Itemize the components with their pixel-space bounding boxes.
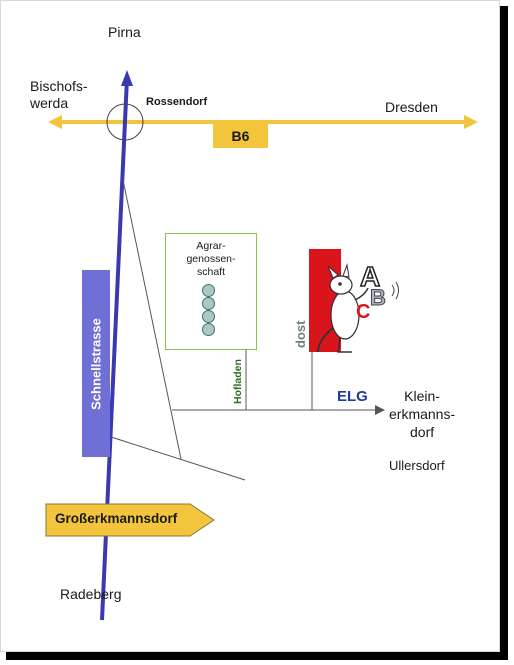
label-bischofswerda: Bischofs- werda — [30, 78, 88, 111]
label-pirna: Pirna — [108, 24, 141, 40]
traffic-light-dots-icon — [202, 284, 216, 336]
side-road-lower — [110, 436, 246, 481]
label-dresden: Dresden — [385, 99, 438, 115]
main-road-arrow — [121, 70, 133, 86]
label-ullersdorf: Ullersdorf — [389, 458, 445, 473]
frame-shadow-bottom — [6, 652, 508, 660]
svg-text:C: C — [356, 301, 370, 323]
agrargenossenschaft-box: Agrar- genossen- schaft — [165, 233, 257, 350]
label-rossendorf: Rossendorf — [146, 96, 208, 108]
svg-text:A: A — [360, 261, 380, 292]
frame-shadow-right — [500, 6, 508, 658]
agrargenossenschaft-label: Agrar- genossen- schaft — [186, 240, 236, 278]
b6-arrow-right — [464, 115, 478, 129]
schnellstrasse-sign: Schnellstrasse — [82, 270, 110, 457]
b6-arrow-left — [48, 115, 62, 129]
label-elg: ELG — [337, 388, 368, 405]
arrow-direction-icon — [45, 503, 215, 537]
side-road-diagonal — [122, 179, 182, 460]
grosserkmannsdorf-label: Großerkmannsdorf — [55, 511, 178, 526]
label-radeberg: Radeberg — [60, 586, 122, 602]
svg-text:B: B — [370, 285, 386, 310]
label-kleinerkmannsdorf: Klein- erkmanns- dorf — [389, 388, 456, 440]
rossendorf-junction — [106, 103, 144, 141]
b6-sign: B6 — [213, 124, 268, 148]
